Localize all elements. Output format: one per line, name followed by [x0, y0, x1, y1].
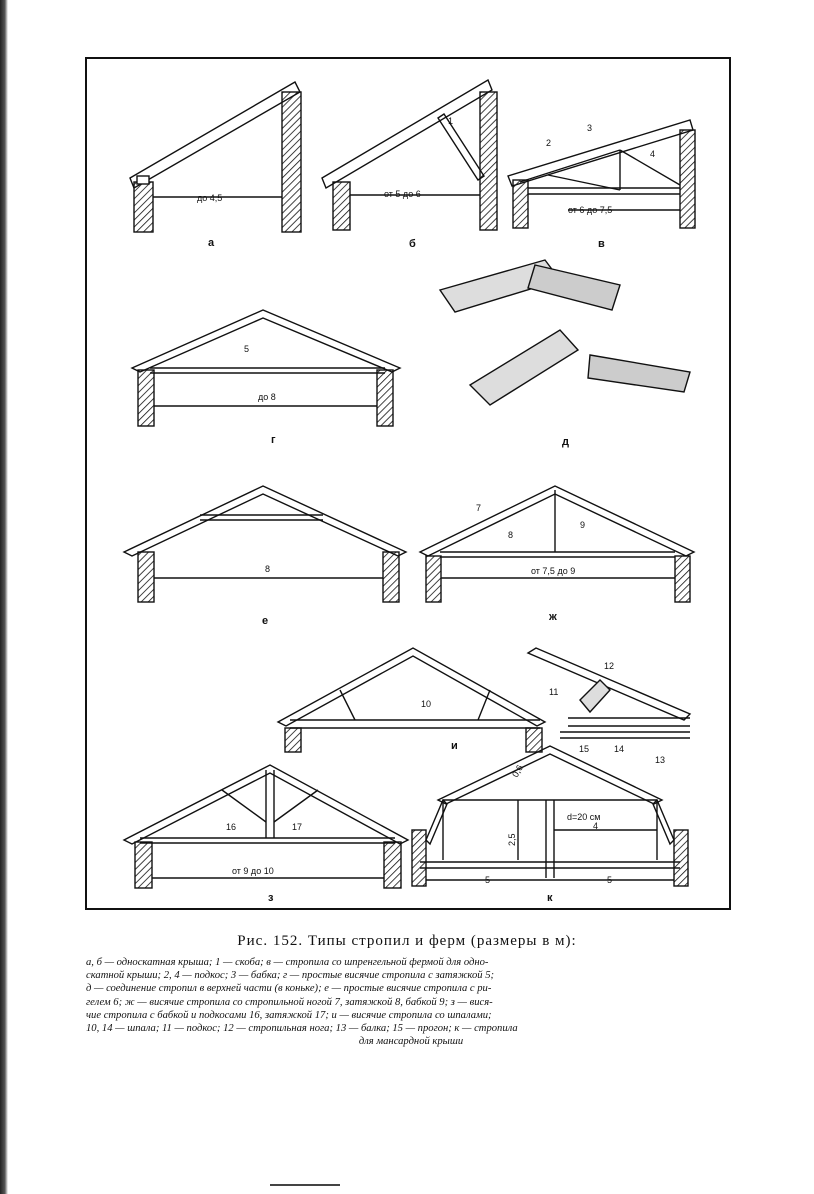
panel-i-detail-callout-11: 11 [549, 687, 558, 697]
panel-a-diagram [129, 81, 302, 233]
figure-caption-body: а, б — односкатная крыша; 1 — скоба; в —… [86, 956, 736, 1048]
panel-k-dim-5-right: 5 [607, 875, 612, 885]
caption-last-line: для мансардной крыши [358, 1036, 464, 1048]
panel-e-diagram [122, 485, 408, 603]
panel-z-callout-17: 17 [292, 822, 302, 832]
figure-frame [85, 57, 731, 910]
panel-z-letter: з [268, 892, 274, 904]
panel-g-letter: г [271, 434, 276, 446]
panel-zh-letter: ж [548, 611, 557, 623]
panel-i-letter: и [451, 740, 458, 752]
panel-g-diagram [130, 309, 402, 427]
panel-d-letter: д [562, 436, 569, 448]
panel-b-span: от 5 до 6 [384, 189, 421, 199]
figure-caption-title: Рис. 152. Типы стропил и ферм (размеры в… [237, 933, 577, 949]
panel-k-letter: к [547, 892, 553, 904]
caption-line: 10, 14 — шпала; 11 — подкос; 12 — стропи… [86, 1023, 518, 1035]
panel-z-span: от 9 до 10 [232, 866, 274, 876]
panel-k-diagram [411, 745, 689, 887]
panel-v-callout-3: 3 [587, 123, 592, 133]
panel-a-span: до 4,5 [197, 193, 222, 203]
panel-zh-callout-9: 9 [580, 520, 585, 530]
panel-a-letter: а [208, 237, 215, 249]
caption-line: а, б — односкатная крыша; 1 — скоба; в —… [86, 957, 489, 968]
caption-line: гелем 6; ж — висячие стропила со стропил… [86, 996, 493, 1008]
panel-zh-callout-7: 7 [476, 503, 481, 513]
panel-i-detail-diagram [526, 647, 692, 739]
page-footer-mark [270, 1184, 340, 1186]
panel-i-detail-callout-12: 12 [604, 661, 614, 671]
panel-zh-diagram [418, 485, 696, 603]
panel-i-diagram [276, 647, 547, 753]
panel-g-callout-5: 5 [244, 344, 249, 354]
panel-i-detail-callout-13: 13 [655, 755, 665, 765]
panel-k-dim-0-6: 0,6 [510, 763, 525, 779]
panel-zh-span: от 7,5 до 9 [531, 566, 575, 576]
panel-z-callout-16: 16 [226, 822, 236, 832]
panel-g-span: до 8 [258, 392, 276, 402]
panel-e-letter: е [262, 615, 268, 627]
panel-b-callout-1: 1 [448, 116, 453, 126]
panel-v-callout-2: 2 [546, 138, 551, 148]
panel-d-diagram [438, 259, 691, 406]
panel-k-dim-4: 4 [593, 821, 598, 831]
panel-e-span: 8 [265, 564, 270, 574]
panel-b-letter: б [409, 238, 416, 250]
panel-v-span: от 6 до 7,5 [568, 205, 612, 215]
caption-line: скатной крыши; 2, 4 — подкос; 3 — бабка;… [86, 970, 495, 982]
panel-k-dim-2-5: 2,5 [507, 833, 517, 846]
panel-v-callout-4: 4 [650, 149, 655, 159]
panel-b-diagram [321, 78, 498, 231]
caption-line: чие стропила с бабкой и подкосами 16, за… [86, 1009, 492, 1021]
panel-v-letter: в [598, 238, 605, 250]
book-spine-shadow [0, 0, 8, 1194]
panel-z-diagram [122, 764, 410, 889]
caption-line: д — соединение стропил в верхней части (… [86, 983, 492, 995]
panel-k-dim-d: d=20 см [567, 812, 600, 822]
panel-i-callout-10: 10 [421, 699, 431, 709]
panel-i-detail-callout-14: 14 [614, 744, 624, 754]
panel-v-diagram [507, 119, 696, 229]
panel-zh-callout-8: 8 [508, 530, 513, 540]
panel-i-detail-callout-15: 15 [579, 744, 589, 754]
panel-k-dim-5-left: 5 [485, 875, 490, 885]
